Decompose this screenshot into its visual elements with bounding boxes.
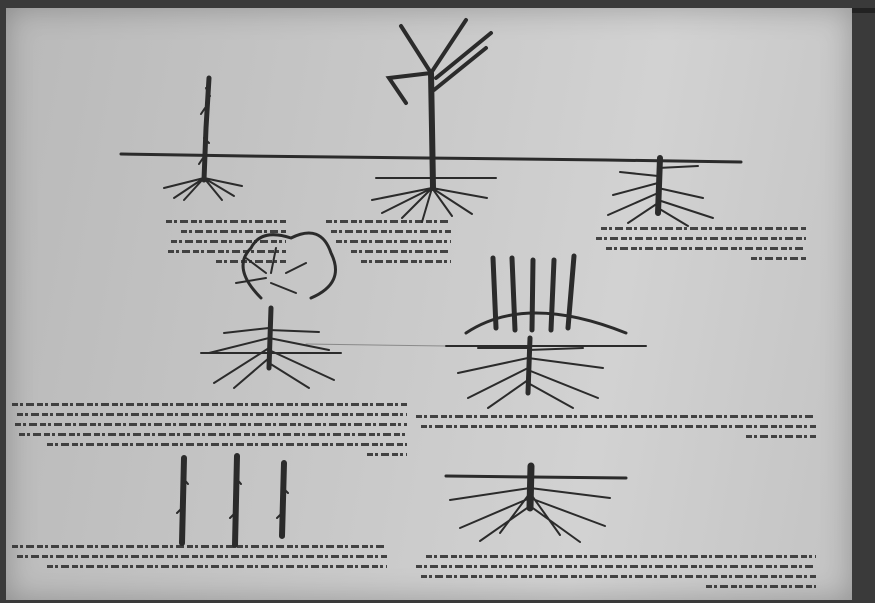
caption-1	[166, 213, 286, 270]
scanned-page	[6, 8, 852, 600]
figure-tree-branched	[372, 20, 496, 222]
figure-multi-shoot-regrowth	[446, 256, 646, 408]
figure-three-canes	[177, 456, 288, 545]
caption-4	[12, 396, 407, 463]
caption-5	[416, 408, 816, 445]
caption-3	[596, 220, 806, 267]
caption-2	[326, 213, 451, 270]
figure-cut-back-stump	[608, 158, 713, 226]
ground-line-middle	[306, 344, 446, 346]
figure-sapling-single-stem	[164, 78, 242, 200]
caption-7	[416, 548, 816, 595]
caption-6	[12, 538, 387, 575]
figure-low-stump-roots	[446, 466, 626, 542]
plant-illustrations	[6, 8, 852, 600]
